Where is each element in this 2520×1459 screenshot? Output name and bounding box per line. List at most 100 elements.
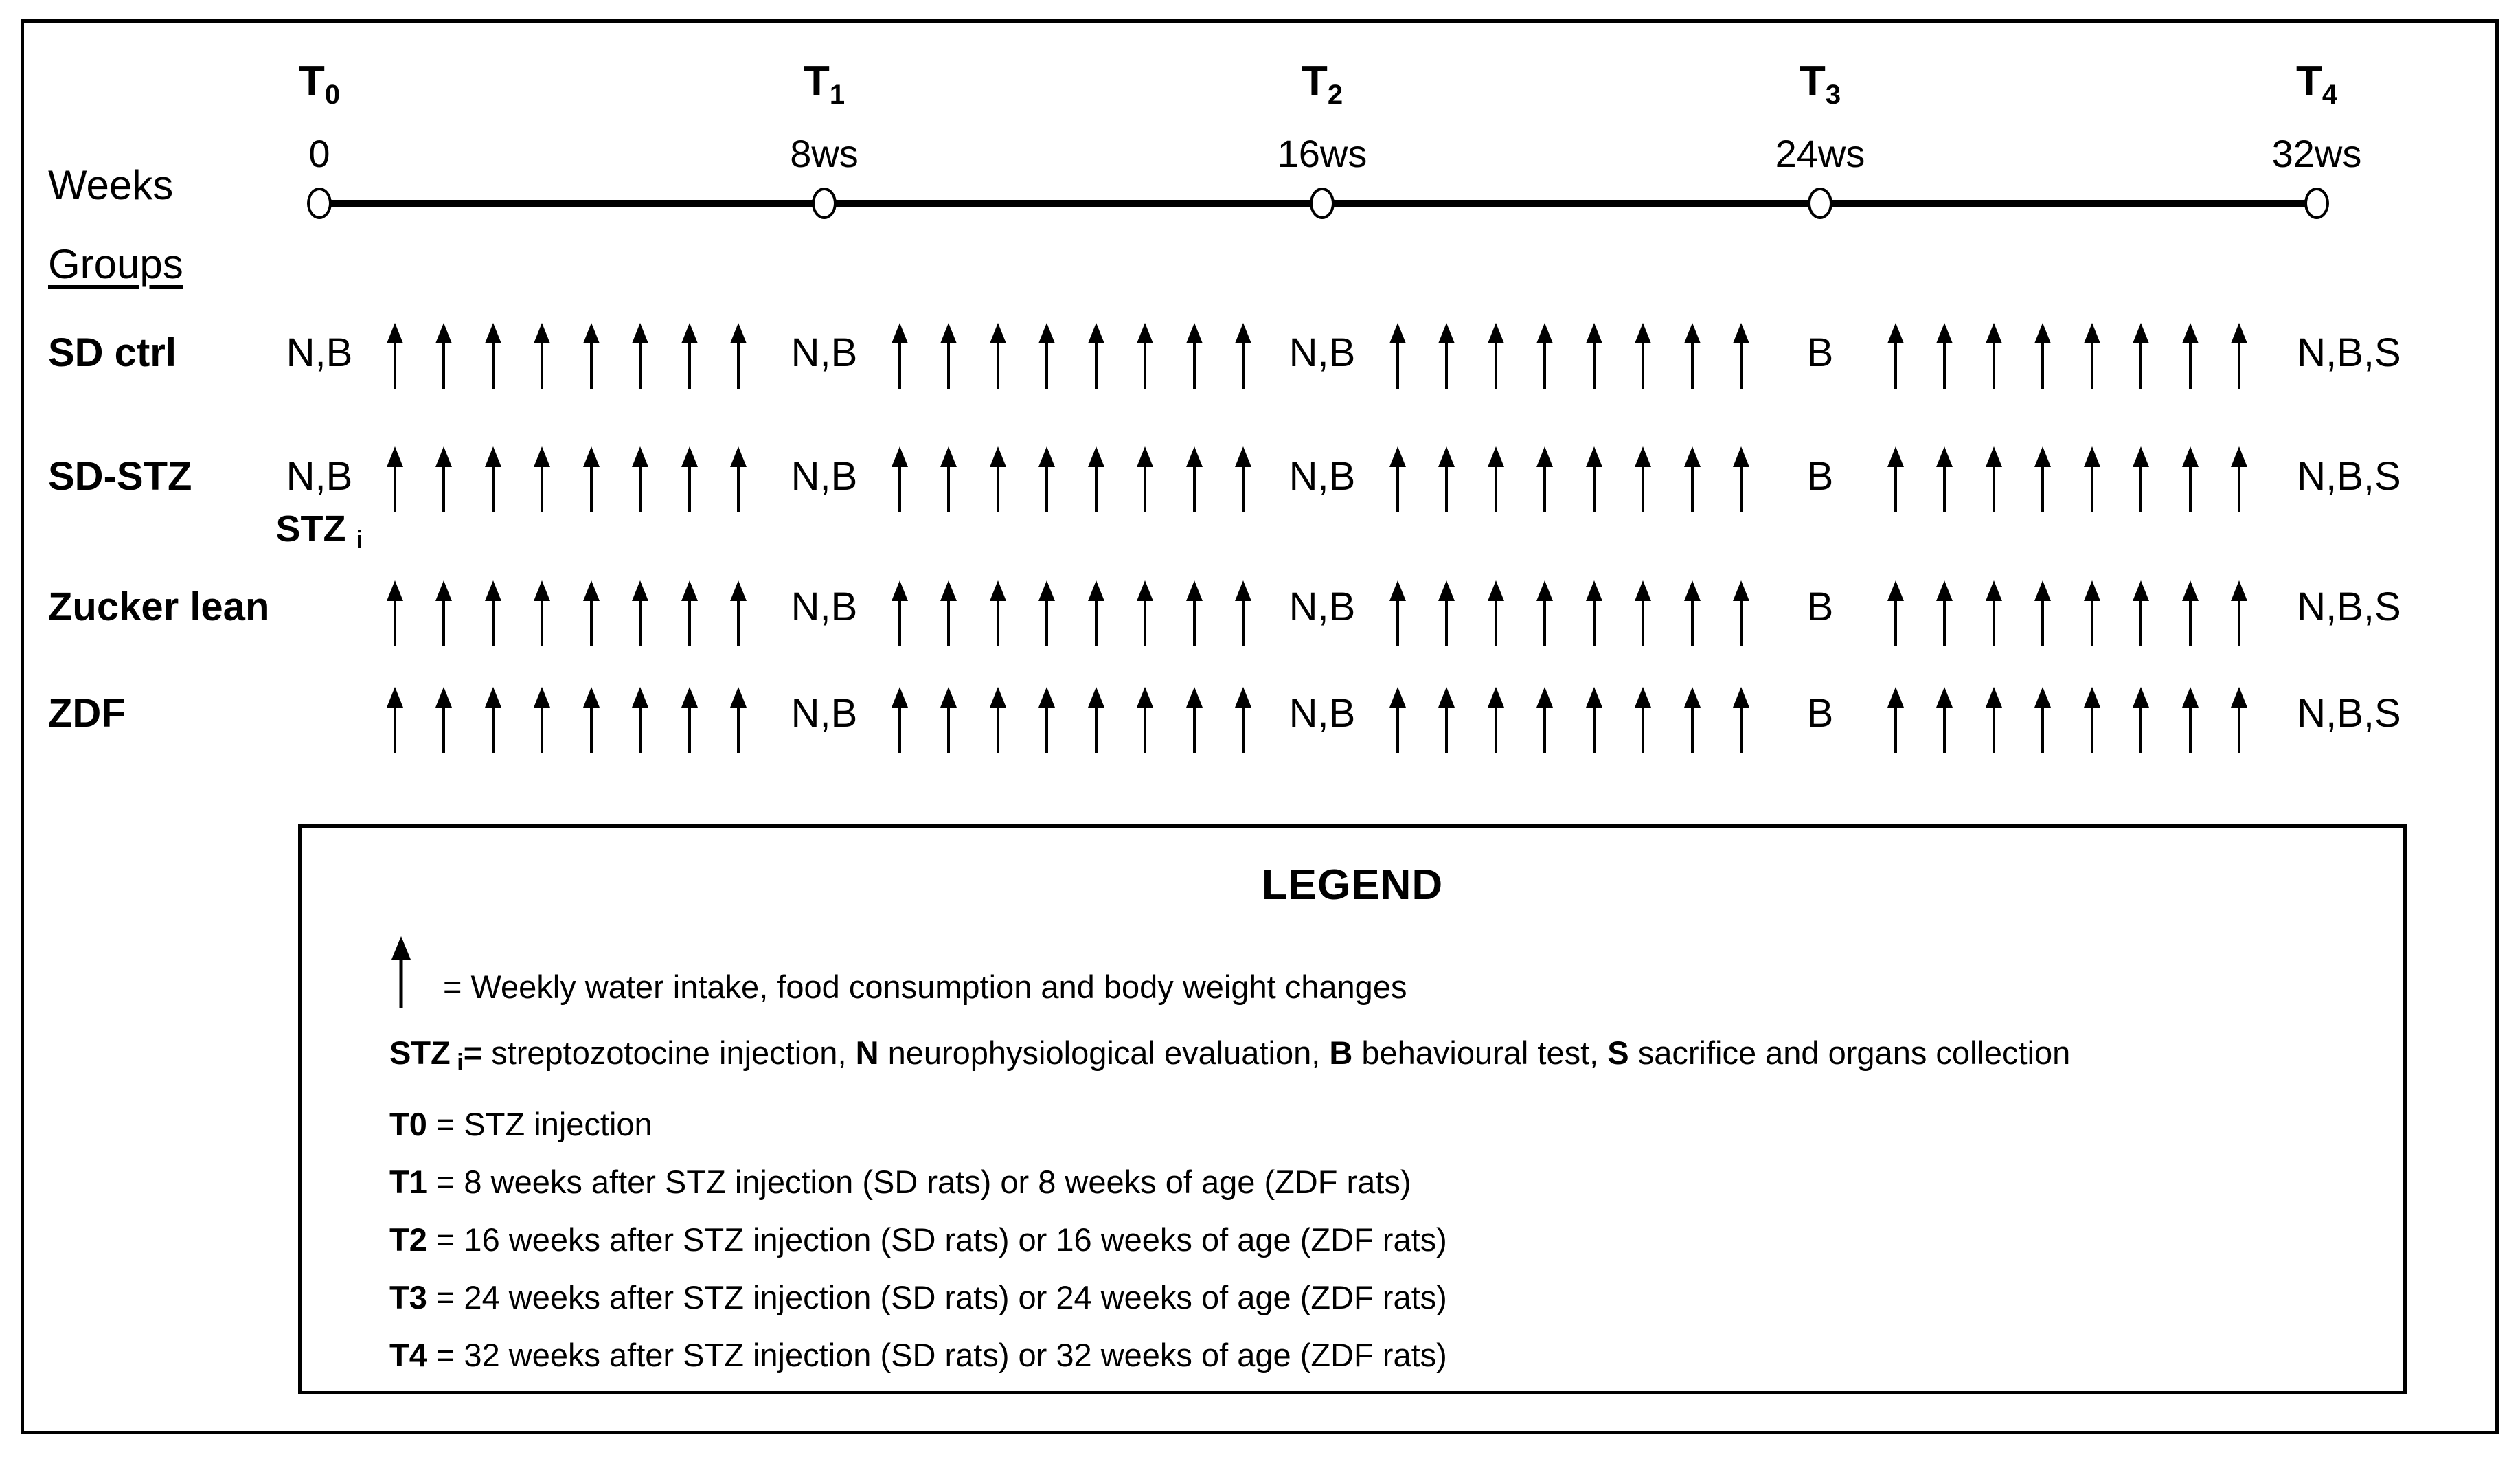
weekly-measurement-arrow-icon — [433, 446, 454, 512]
weekly-measurement-arrow-icon — [581, 323, 602, 389]
row-marker: N,B,S — [2297, 454, 2401, 499]
weekly-measurement-arrow-icon — [1682, 323, 1703, 389]
weekly-measurement-arrow-icon — [889, 446, 910, 512]
weekly-measurement-arrow-icon — [728, 687, 749, 753]
weekly-measurement-arrow-icon — [2131, 580, 2151, 646]
legend-box: LEGEND = Weekly water intake, food consu… — [298, 824, 2407, 1394]
weekly-measurement-arrow-icon — [2082, 323, 2102, 389]
weekly-measurement-arrow-icon — [1387, 687, 1408, 753]
row-marker: N,B — [1289, 585, 1356, 629]
timepoint-label-t2: T2 — [1301, 58, 1343, 110]
weekly-measurement-arrow-icon — [1731, 446, 1751, 512]
group-label-zdf: ZDF — [48, 691, 126, 736]
stz-injection-marker: STZ i — [275, 508, 363, 554]
weekly-measurement-arrow-icon — [1885, 687, 1906, 753]
group-label-sd-stz: SD-STZ — [48, 454, 192, 499]
weekly-measurement-arrow-icon — [1584, 687, 1604, 753]
timepoint-label-t1: T1 — [803, 58, 845, 110]
weekly-measurement-arrow-icon — [988, 446, 1008, 512]
row-marker: N,B — [1289, 691, 1356, 736]
weekly-measurement-arrow-icon — [532, 446, 552, 512]
weekly-measurement-arrow-icon — [1934, 323, 1955, 389]
row-marker: B — [1806, 330, 1834, 375]
weekly-measurement-arrow-icon — [483, 323, 503, 389]
weekly-measurement-arrow-icon — [679, 687, 700, 753]
row-marker: B — [1806, 691, 1834, 736]
weekly-measurement-arrow-icon — [728, 446, 749, 512]
weekly-measurement-arrow-icon — [1584, 580, 1604, 646]
weekly-measurement-arrow-icon — [1036, 323, 1057, 389]
row-marker: B — [1806, 454, 1834, 499]
weekly-measurement-arrow-icon — [483, 687, 503, 753]
weekly-measurement-arrow-icon — [1486, 446, 1506, 512]
weekly-measurement-arrow-icon — [1233, 446, 1253, 512]
legend-timepoint-t2: T2 = 16 weeks after STZ injection (SD ra… — [389, 1221, 1447, 1258]
weekly-measurement-arrow-icon — [1184, 446, 1205, 512]
weekly-measurement-arrow-icon — [385, 323, 405, 389]
weekly-measurement-arrow-icon — [988, 687, 1008, 753]
timeline-node-t3[interactable] — [1808, 188, 1832, 219]
weekly-measurement-arrow-icon — [630, 580, 650, 646]
timeline-node-t4[interactable] — [2304, 188, 2329, 219]
weekly-measurement-arrow-icon — [1436, 446, 1457, 512]
weekly-measurement-arrow-icon — [1086, 446, 1106, 512]
figure-outer-border — [21, 19, 2499, 1434]
week-label-t1: 8ws — [790, 132, 859, 175]
weekly-measurement-arrow-icon — [1436, 323, 1457, 389]
weekly-measurement-arrow-icon — [1633, 446, 1653, 512]
weekly-measurement-arrow-icon — [532, 687, 552, 753]
row-marker: N,B — [1289, 330, 1356, 375]
weekly-measurement-arrow-icon — [1135, 446, 1155, 512]
weekly-measurement-arrow-icon — [1086, 580, 1106, 646]
weekly-measurement-arrow-icon — [2032, 446, 2053, 512]
timeline-node-t1[interactable] — [812, 188, 837, 219]
weekly-measurement-arrow-icon — [2180, 446, 2201, 512]
legend-timepoint-t3: T3 = 24 weeks after STZ injection (SD ra… — [389, 1279, 1447, 1315]
weekly-measurement-arrow-icon — [1934, 687, 1955, 753]
weekly-measurement-arrow-icon — [938, 446, 959, 512]
weekly-measurement-arrow-icon — [1436, 687, 1457, 753]
weekly-measurement-arrow-icon — [679, 446, 700, 512]
legend-arrow-description: = Weekly water intake, food consumption … — [443, 969, 1407, 1005]
weekly-measurement-arrow-icon — [679, 323, 700, 389]
weekly-measurement-arrow-icon — [385, 687, 405, 753]
weekly-measurement-arrow-icon — [1934, 580, 1955, 646]
row-marker: N,B,S — [2297, 330, 2401, 375]
legend-timepoint-t1: T1 = 8 weeks after STZ injection (SD rat… — [389, 1164, 1411, 1200]
timeline-node-t0[interactable] — [307, 188, 332, 219]
weekly-measurement-arrow-icon — [1387, 323, 1408, 389]
group-label-sd-ctrl: SD ctrl — [48, 330, 177, 375]
weekly-measurement-arrow-icon — [889, 687, 910, 753]
weekly-measurement-arrow-icon — [433, 687, 454, 753]
groups-section-label: Groups — [48, 241, 183, 287]
weekly-measurement-arrow-icon — [1233, 687, 1253, 753]
weekly-measurement-arrow-icon — [679, 580, 700, 646]
legend-title: LEGEND — [1261, 861, 1444, 909]
weekly-measurement-arrow-icon — [532, 580, 552, 646]
weekly-measurement-arrow-icon — [1184, 580, 1205, 646]
weekly-measurement-arrow-icon — [1731, 580, 1751, 646]
weekly-measurement-arrow-icon — [1731, 687, 1751, 753]
weekly-measurement-arrow-icon — [581, 687, 602, 753]
timepoint-label-t3: T3 — [1799, 58, 1841, 110]
weekly-measurement-arrow-icon — [2131, 323, 2151, 389]
weekly-measurement-arrow-icon — [1233, 580, 1253, 646]
timeline-node-t2[interactable] — [1310, 188, 1335, 219]
weekly-measurement-arrow-icon — [1486, 323, 1506, 389]
weekly-measurement-arrow-icon — [1436, 580, 1457, 646]
weekly-measurement-arrow-icon — [1534, 580, 1555, 646]
weekly-measurement-arrow-icon — [1036, 580, 1057, 646]
weekly-measurement-arrow-icon — [433, 323, 454, 389]
weekly-measurement-arrow-icon — [483, 446, 503, 512]
weekly-measurement-arrow-icon — [483, 580, 503, 646]
weekly-measurement-arrow-icon — [433, 580, 454, 646]
weekly-measurement-arrow-icon — [2131, 446, 2151, 512]
weekly-measurement-arrow-icon — [1984, 323, 2004, 389]
weekly-measurement-arrow-icon — [1885, 580, 1906, 646]
weekly-measurement-arrow-icon — [1184, 687, 1205, 753]
weekly-measurement-arrow-icon — [1135, 687, 1155, 753]
legend-timepoint-t0: T0 = STZ injection — [389, 1106, 652, 1142]
weekly-measurement-arrow-icon — [889, 580, 910, 646]
weekly-measurement-arrow-icon — [1984, 580, 2004, 646]
weekly-measurement-arrow-icon — [1036, 446, 1057, 512]
